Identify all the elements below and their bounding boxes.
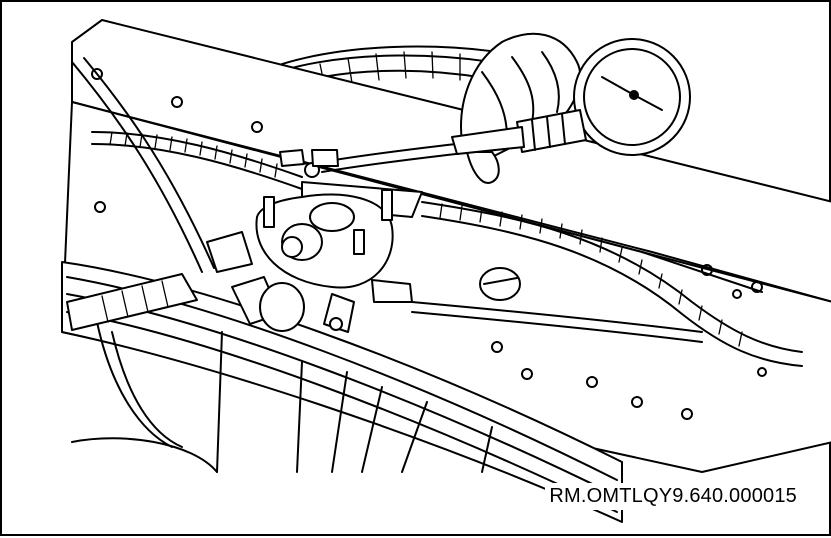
- pressure-gauge: [451, 38, 691, 156]
- misc-hardware: [732, 289, 767, 377]
- wire-harness: [91, 131, 803, 367]
- fuel-filter-assembly: [206, 149, 423, 333]
- figure-reference-code: RM.OMTLQY9.640.000015: [545, 483, 801, 510]
- lower-wheel: [71, 321, 218, 473]
- rubber-hose: [66, 273, 198, 331]
